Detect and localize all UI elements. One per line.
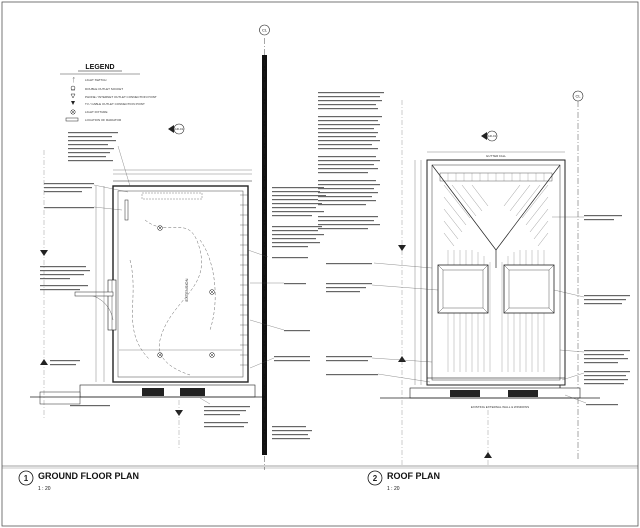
left-plan-title-block: 1 GROUND FLOOR PLAN 1 : 20	[18, 470, 139, 492]
legend-item: LOCATION OF RADIATOR	[85, 118, 122, 122]
legend-item: TV / CABLE OUTLET CONNECTION POINT	[85, 102, 145, 106]
section-arrow-icon	[40, 250, 48, 256]
light-fixture-icon	[70, 109, 76, 115]
section-arrow-icon	[398, 245, 406, 251]
svg-text:AR-01: AR-01	[488, 134, 497, 138]
phone-outlet-icon	[70, 93, 76, 99]
roof-window-left	[437, 264, 489, 314]
gutter-fall-label: GUTTER FALL	[486, 154, 507, 158]
cl-marker-left: CL	[259, 24, 270, 36]
radiator-icon	[124, 199, 129, 221]
tv-outlet-icon	[71, 101, 75, 105]
extension-walls	[112, 185, 249, 383]
light-fixture-icon	[157, 225, 163, 231]
socket-icon	[70, 85, 76, 91]
room-name: EXTENSION	[184, 278, 189, 301]
ground-floor-plan: EXTENSION	[30, 132, 326, 450]
plan-number: 2	[373, 474, 378, 483]
cl-marker-right: CL	[572, 90, 584, 460]
light-fixture-icon	[209, 289, 215, 295]
legend-heading: LEGEND	[85, 64, 114, 71]
light-fixture-icon	[157, 352, 163, 358]
svg-text:AR-01: AR-01	[175, 127, 184, 131]
legend: LEGEND ᛏ LIGHT SWITCH DOUBLE OUTLET SOCK…	[60, 64, 157, 122]
section-arrow-icon	[398, 356, 406, 362]
light-fixture-icon	[209, 352, 215, 358]
plan-scale: 1 : 20	[387, 486, 400, 492]
existing-wall-label: EXISTING EXTERNAL WALL & WINDOWS	[471, 405, 529, 409]
legend-item: DOUBLE OUTLET SOCKET	[85, 87, 123, 91]
legend-item: PHONE / INTERNET OUTLET CONNECTION POINT	[85, 95, 157, 99]
plan-number: 1	[24, 474, 29, 483]
roof-window-right	[503, 264, 555, 314]
legend-item: LIGHT FIXTURE	[85, 110, 107, 114]
section-arrow-icon	[40, 359, 48, 365]
plan-scale: 1 : 20	[38, 486, 51, 492]
right-plan-title-block: 2 ROOF PLAN 1 : 20	[367, 470, 440, 492]
roof-plan: GUTTER FALL EXISTING EXTERNAL WALL & WIN…	[318, 92, 630, 465]
radiator-icon	[65, 117, 79, 122]
plan-title: ROOF PLAN	[387, 471, 440, 481]
plan-title: GROUND FLOOR PLAN	[38, 471, 139, 481]
section-arrow-icon	[484, 452, 492, 458]
section-marker-right: AR-01	[481, 130, 498, 142]
svg-text:CL: CL	[262, 28, 268, 33]
svg-text:CL: CL	[575, 94, 581, 99]
section-marker-left: AR-01	[168, 123, 185, 135]
legend-item: LIGHT SWITCH	[85, 78, 106, 82]
light-switch-icon: ᛏ	[72, 77, 76, 84]
svg-text:ᛏ: ᛏ	[72, 77, 76, 84]
